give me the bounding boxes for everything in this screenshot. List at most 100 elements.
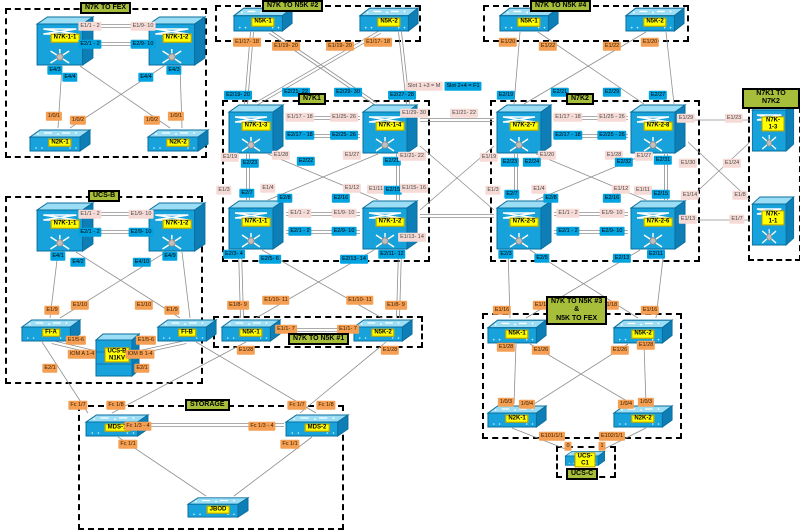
port-label: E1/19- 20 [326,41,354,51]
port-label: E1/28 [271,150,291,160]
n7k-switch-icon [361,200,419,250]
node-n7k-1-1: N7K-1-1 [750,196,796,246]
port-label: E2/1 - 2 [78,227,102,237]
port-label: E2/32 [614,157,634,167]
port-label: E1/8- 9 [385,300,407,310]
switch-icon [624,7,686,32]
port-label: E2/15 [383,185,403,195]
port-label: E2/7 [239,188,255,198]
port-label: E1/23 [724,113,744,123]
port-label: E1/10- 11 [346,295,374,305]
node-n7k-2-7: N7K-2-7 [494,104,554,154]
port-label: E1/9- 10 [331,208,357,218]
node-label: N2K-1 [48,138,72,148]
port-label: E1/20 [640,37,660,47]
port-label: E4/2 [70,257,86,267]
port-label: E2/9- 10 [130,39,156,49]
port-label: E102/1/1 [598,431,626,441]
port-label: E2/31 [653,155,673,165]
node-label: N7K-1-3 [761,116,785,132]
group-title-storage: STORAGE [185,399,230,412]
port-label: E2/7 [504,189,520,199]
port-label: 1/0/1 [45,111,63,121]
node-label: N5K-2 [371,328,395,338]
port-label: E2/9- 10 [599,226,625,236]
port-label: E1/7 [729,214,745,224]
legend-label: Slot 2+4 = F1 [444,81,482,91]
node-label: N5K-2 [377,17,401,27]
port-label: E1/8 [732,190,748,200]
port-label: Fc 1/7 [287,400,307,410]
port-label: E1/30 [678,158,698,168]
n7k-switch-icon [227,200,285,250]
port-label: 0 [564,441,572,451]
port-label: Fc 1/1 [118,439,138,449]
port-label: E2/1 - 2 [288,226,312,236]
node-n7k-1-3: N7K-1-3 [750,102,796,152]
node-label: N7K-2-7 [509,121,539,131]
port-label: E1/17 - 18 [553,112,583,122]
node-ucs-b-n1kv: UCS-B N1KV [92,332,142,378]
port-label: 1/0/4 [617,399,635,409]
node-label: N2K-2 [166,138,190,148]
group-title-n7k1-to-n7k2: N7K1 TO N7K2 [742,88,800,109]
port-label: E2/25 - 26 [597,130,627,140]
node-jbod: JBOD [186,496,250,518]
port-label: E1/9- 10 [130,21,156,31]
port-label: E2/17 - 18 [285,130,315,140]
node-n2k-1: N2K-1 [28,128,92,152]
port-label: E1/22 [538,41,558,51]
port-label: E1/10 [70,300,90,310]
node-n2k-2: N2K-2 [146,128,210,152]
node-n5k-2: N5K-2 [612,318,674,344]
connection-line [255,30,380,104]
port-label: E1/3 [216,185,232,195]
port-label: E2/29- 30 [334,87,362,97]
port-label: E2/16 [602,193,622,203]
node-n5k-2: N5K-2 [352,318,414,342]
port-label: Fc 1/1 [280,439,300,449]
node-label: N5K-1 [239,328,263,338]
node-n5k-2: N5K-2 [624,6,686,32]
port-label: E1/9- 10 [599,208,625,218]
port-label: E2/22 [296,156,316,166]
port-label: E1/29- 30 [400,108,428,118]
node-label: N7K-2-5 [509,217,539,227]
n7k-switch-icon [227,104,285,154]
legend-label: Slot 1 +3 = M [405,81,443,91]
port-label: E4/10 [132,257,152,267]
node-label: N2K-2 [631,414,655,424]
port-label: E1/1 - 2 [288,208,312,218]
node-label: N2K-1 [505,414,529,424]
port-label: E1/19- 20 [272,41,300,51]
port-label: E1/13- 14 [398,232,426,242]
port-label: E1/20 [537,150,557,160]
node-n2k-1: N2K-1 [486,404,548,428]
port-label: E1/1 - 2 [78,209,102,219]
port-label: E1/24 [722,158,742,168]
group-title-n7k-to-n5k-2: N7K TO N5K #2 [262,0,324,13]
port-label: E1/1- 7 [337,324,359,334]
n7k-switch-icon [495,104,553,154]
port-label: E1/16 [640,305,660,315]
port-label: E2/23 [240,158,260,168]
port-label: E1/1 - 2 [78,21,102,31]
port-label: E101/1/1 [538,431,566,441]
port-label: E4/9 [162,251,178,261]
node-n5k-2: N5K-2 [358,6,420,32]
port-label: E1/16 [492,305,512,315]
port-label: E1/4 [260,183,276,193]
port-label: E1/20 [498,37,518,47]
port-label: E2/16 [331,193,351,203]
node-n7k-2-6: N7K-2-6 [628,200,688,250]
node-mds-2: MDS-2 [284,413,350,437]
port-label: E1/5-6 [65,335,87,345]
port-label: E1/17- 18 [364,37,392,47]
port-label: E1/25- 26 [330,112,358,122]
connection-line [687,141,751,201]
port-label: E1/19 [220,152,240,162]
port-label: 1 [598,441,606,451]
n7k-switch-icon [629,200,687,250]
